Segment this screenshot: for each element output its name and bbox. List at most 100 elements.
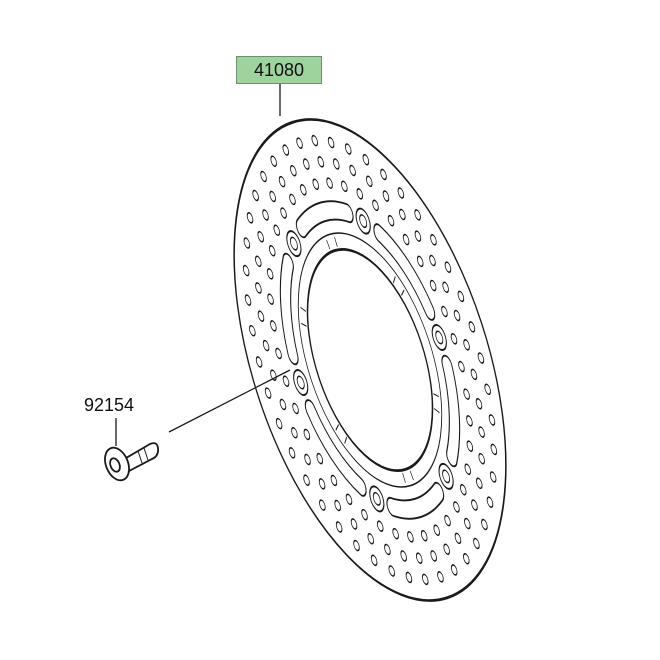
cooling-hole	[384, 543, 391, 556]
cooling-hole	[246, 212, 254, 224]
carrier-slot	[304, 399, 367, 497]
rivet-inner	[359, 214, 368, 229]
cooling-hole	[252, 189, 259, 202]
rivet-inner	[442, 469, 451, 484]
cooling-hole	[392, 527, 399, 540]
cooling-hole	[476, 477, 483, 490]
cooling-hole	[489, 471, 497, 483]
carrier-slot	[373, 223, 436, 321]
carrier-spoke-slot	[433, 393, 440, 414]
cooling-hole	[486, 496, 494, 508]
cooling-hole	[255, 255, 262, 268]
cooling-hole	[292, 402, 299, 415]
cooling-hole	[422, 573, 429, 586]
cooling-hole	[450, 564, 458, 576]
cooling-hole	[490, 443, 498, 456]
cooling-hole	[289, 193, 296, 206]
rivet-inner	[289, 236, 298, 251]
cooling-hole	[260, 170, 267, 183]
rivet-outer	[369, 485, 385, 513]
cooling-hole	[416, 255, 424, 268]
cooling-hole	[414, 209, 421, 221]
cooling-hole	[266, 268, 274, 280]
cooling-hole	[414, 230, 422, 242]
cooling-hole	[304, 453, 311, 466]
carrier-slot	[441, 354, 461, 468]
disc-mounting-bolt	[104, 442, 160, 482]
cooling-hole	[316, 452, 324, 465]
cooling-hole	[282, 375, 290, 387]
cooling-hole	[317, 156, 325, 168]
cooling-hole	[466, 415, 473, 427]
disc-inner-ring	[297, 232, 443, 488]
cooling-hole	[356, 188, 364, 200]
cooling-hole	[376, 520, 384, 532]
cooling-hole	[262, 339, 270, 352]
cooling-hole	[255, 356, 263, 368]
cooling-hole	[270, 369, 277, 381]
cooling-hole	[437, 571, 444, 583]
cooling-hole	[249, 324, 256, 337]
cooling-hole	[468, 321, 476, 333]
cooling-hole	[326, 177, 333, 189]
cooling-hole	[273, 224, 281, 237]
cooling-hole	[264, 387, 272, 399]
part-number-label-bolt: 92154	[84, 395, 135, 415]
carrier-slot	[386, 481, 445, 520]
cooling-hole	[270, 155, 277, 168]
cooling-hole	[429, 279, 437, 292]
cooling-hole	[475, 397, 483, 410]
cooling-hole	[243, 237, 251, 249]
rivet-outer	[438, 462, 454, 490]
cooling-hole	[288, 447, 296, 459]
cooling-hole	[334, 499, 341, 512]
cooling-hole	[345, 493, 353, 506]
cooling-hole	[464, 517, 471, 530]
cooling-hole	[268, 244, 276, 257]
carrier-spoke-slot	[300, 306, 307, 327]
cooling-hole	[473, 537, 480, 550]
cooling-hole	[463, 388, 470, 400]
cooling-hole	[397, 187, 405, 199]
cooling-hole	[267, 293, 274, 305]
cooling-hole	[464, 463, 472, 476]
cooling-hole	[275, 347, 282, 360]
cooling-hole	[303, 428, 311, 441]
cooling-hole	[478, 452, 485, 465]
cooling-hole	[365, 175, 373, 188]
cooling-hole	[333, 158, 340, 170]
cooling-hole	[399, 208, 406, 221]
disc-hub-bore	[306, 248, 434, 472]
cooling-hole	[242, 264, 250, 277]
carrier-spoke-slot	[335, 424, 348, 445]
cooling-hole	[444, 261, 452, 273]
bolt-head-socket	[109, 457, 121, 473]
cooling-hole	[444, 514, 451, 527]
carrier-spoke-slot	[392, 275, 405, 296]
cooling-hole	[478, 426, 485, 438]
cooling-hole	[481, 518, 488, 531]
cooling-hole	[433, 524, 440, 536]
carrier-spoke-slot	[402, 470, 414, 483]
cooling-hole	[300, 184, 307, 196]
rivet-outer	[293, 369, 309, 396]
cooling-hole	[372, 199, 379, 212]
floating-button-rivets	[286, 207, 454, 513]
rivet-outer	[431, 324, 447, 351]
carrier-slot	[295, 200, 354, 239]
cooling-hole	[296, 137, 303, 149]
cooling-hole	[458, 360, 465, 373]
cooling-hole	[405, 571, 413, 584]
cooling-hole	[341, 180, 348, 193]
cooling-hole	[442, 281, 449, 294]
cooling-hole	[311, 134, 318, 147]
cooling-hole	[450, 333, 458, 345]
cooling-hole	[454, 532, 462, 545]
cooling-hole	[275, 417, 283, 430]
carrier-slot	[279, 252, 299, 366]
cooling-hole	[407, 531, 414, 543]
cooling-hole	[255, 282, 262, 294]
cooling-hole	[443, 543, 450, 556]
cooling-hole	[290, 164, 297, 177]
